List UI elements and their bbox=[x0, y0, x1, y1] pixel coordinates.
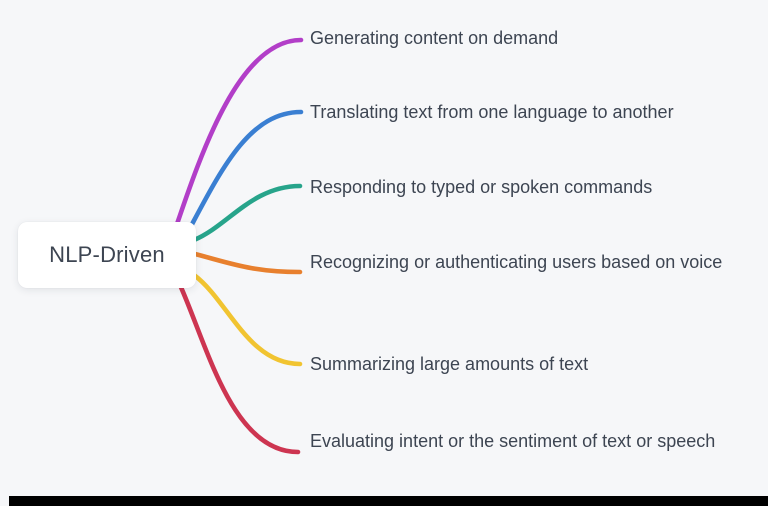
branch-curve-recognizing bbox=[192, 251, 303, 275]
branch-curve-translating bbox=[187, 109, 304, 231]
root-node-label: NLP-Driven bbox=[49, 242, 165, 267]
branch-curve-evaluating bbox=[177, 282, 301, 455]
branch-label-generating[interactable]: Generating content on demand bbox=[310, 28, 559, 48]
branch-label-summarizing[interactable]: Summarizing large amounts of text bbox=[310, 354, 589, 374]
branch-label-translating[interactable]: Translating text from one language to an… bbox=[310, 102, 674, 122]
branch-label-recognizing[interactable]: Recognizing or authenticating users base… bbox=[310, 252, 723, 272]
bottom-bar bbox=[9, 496, 768, 506]
branch-label-evaluating[interactable]: Evaluating intent or the sentiment of te… bbox=[310, 431, 716, 451]
root-node-nlp-driven[interactable]: NLP-Driven bbox=[18, 222, 196, 288]
branch-label-responding[interactable]: Responding to typed or spoken commands bbox=[310, 177, 653, 197]
branch-curve-summarizing bbox=[191, 272, 303, 367]
branch-curve-generating bbox=[172, 37, 304, 233]
branch-curve-responding bbox=[191, 183, 303, 243]
